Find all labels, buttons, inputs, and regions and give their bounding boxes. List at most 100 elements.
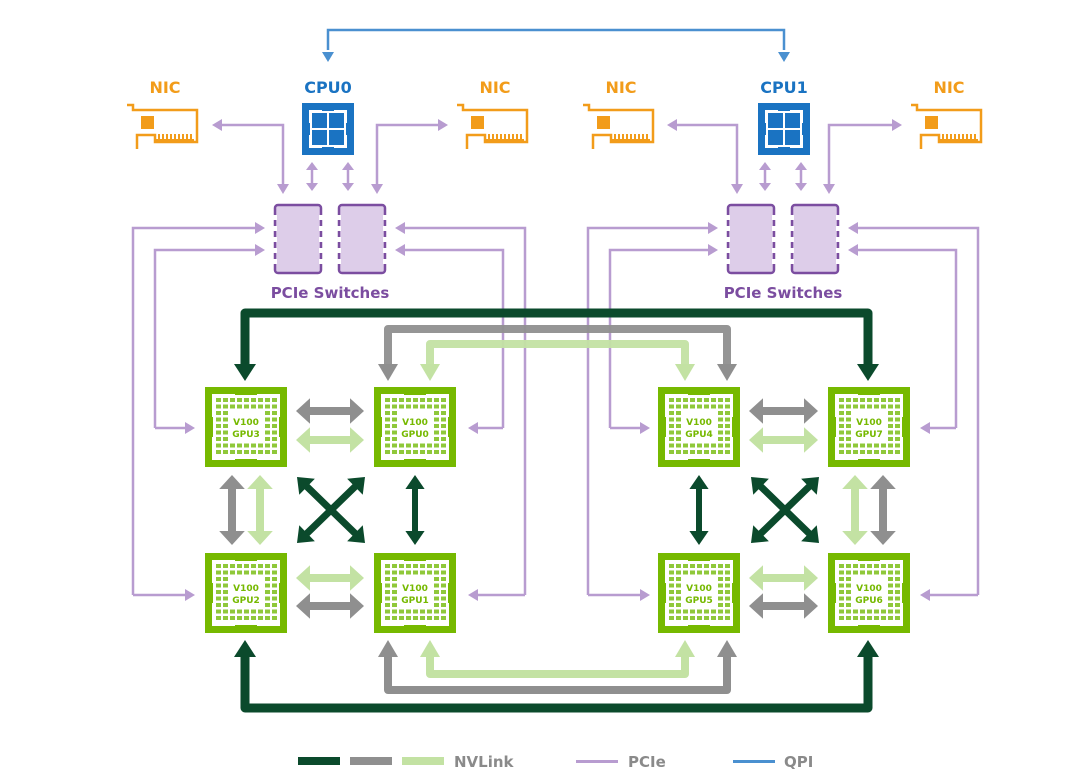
- nvlink-gpu0-gpu2: [297, 477, 365, 543]
- nvlink-gpu3-gpu2-light: [247, 475, 273, 545]
- nvlink-gpu5-gpu6-light: [749, 565, 818, 591]
- nvlink-gpu1-gpu5-light: [426, 655, 689, 678]
- cpu-1: CPU1: [758, 78, 810, 155]
- pcie-switches-label: PCIe Switches: [271, 284, 390, 302]
- nic-label: NIC: [605, 78, 636, 97]
- nic-label: NIC: [933, 78, 964, 97]
- pcie-switch-icon: [726, 203, 776, 275]
- gpu-chip-icon: [828, 387, 910, 467]
- pcie-switch-group: PCIe Switches: [271, 203, 390, 302]
- nic-label: NIC: [479, 78, 510, 97]
- pcie-arrowheads-right: [640, 119, 930, 601]
- pcie-links-left: [131, 123, 527, 597]
- qpi-link: [326, 28, 786, 50]
- gpu-chip-icon: [828, 553, 910, 633]
- gpus: V100GPU3V100GPU0V100GPU2V100GPU1V100GPU4…: [205, 387, 910, 633]
- legend-label-pcie: PCIe: [628, 753, 666, 771]
- nvlink-gpu7-gpu6-light: [842, 475, 868, 545]
- nvlink-gpu2-gpu6: [240, 655, 873, 713]
- nvlink-bottom-long: [240, 655, 873, 713]
- nvlink-gpu7-gpu5: [751, 477, 819, 543]
- gpu-chip-icon: [374, 553, 456, 633]
- nic-card: NIC: [127, 78, 199, 149]
- nics: NIC NIC NIC NIC: [127, 78, 983, 149]
- legend-swatch-pcie: [576, 760, 618, 763]
- nic-card: NIC: [911, 78, 983, 149]
- pcie-links-right: [586, 123, 980, 597]
- pcie-arrowheads-left: [185, 119, 478, 601]
- cpu-0: CPU0: [302, 78, 354, 155]
- nic-icon: [911, 103, 983, 149]
- legend-swatch-qpi: [733, 760, 775, 763]
- nvlink-gpu3-gpu7: [240, 308, 873, 366]
- gpu-model-label: V100: [856, 418, 882, 428]
- nic-icon: [583, 103, 655, 149]
- legend-swatch-nvlink-light: [402, 757, 444, 765]
- gpu-model-label: V100: [233, 418, 259, 428]
- cpu-label: CPU0: [304, 78, 352, 97]
- nic-card: NIC: [583, 78, 655, 149]
- nvlink-gpu3-gpu0-light: [296, 427, 364, 453]
- nvlink-top-long: [240, 308, 873, 366]
- pcie-switch-group: PCIe Switches: [724, 203, 843, 302]
- gpu-name-label: GPU0: [401, 430, 429, 440]
- gpu-chip-icon: [205, 553, 287, 633]
- legend-label-qpi: QPI: [784, 753, 813, 771]
- nic-icon: [457, 103, 529, 149]
- nvlink-gpu4-gpu7-light: [749, 427, 818, 453]
- pcie-switch-icon: [790, 203, 840, 275]
- gpu-name-label: GPU7: [855, 430, 883, 440]
- cpu-chip-icon: [758, 103, 810, 155]
- nvlink-gpu4-gpu5: [689, 475, 709, 545]
- nvlink-local-links: [219, 398, 896, 619]
- gpu-name-label: GPU4: [685, 430, 713, 440]
- gpu-chip-icon: [205, 387, 287, 467]
- gpu-model-label: V100: [402, 584, 428, 594]
- nvlink-gpu4-gpu7-gray: [749, 398, 818, 424]
- pcie-switch-icon: [273, 203, 323, 275]
- gpu-model-label: V100: [233, 584, 259, 594]
- cpu-chip-icon: [302, 103, 354, 155]
- nic-label: NIC: [149, 78, 180, 97]
- cpus: CPU0 CPU1: [302, 78, 810, 155]
- pcie-switches: PCIe Switches PCIe Switches: [271, 203, 843, 302]
- gpu-model-label: V100: [686, 418, 712, 428]
- gpu-model-label: V100: [402, 418, 428, 428]
- nvlink-gpu0-gpu1: [405, 475, 425, 545]
- gpu-chip-icon: [658, 553, 740, 633]
- gpu-name-label: GPU6: [855, 596, 883, 606]
- gpu-chip-icon: [374, 387, 456, 467]
- qpi-arrowheads: [322, 52, 790, 62]
- nvlink-gpu1-gpu5-gray: [384, 655, 731, 694]
- gpu-name-label: GPU2: [232, 596, 260, 606]
- cpu-label: CPU1: [760, 78, 808, 97]
- gpu-name-label: GPU1: [401, 596, 429, 606]
- nvlink-gpu7-gpu6-gray: [870, 475, 896, 545]
- nvlink-gpu3-gpu2-gray: [219, 475, 245, 545]
- nic-card: NIC: [457, 78, 529, 149]
- nvlink-gpu0-gpu4-light: [426, 340, 689, 366]
- nic-icon: [127, 103, 199, 149]
- pcie-switch-icon: [337, 203, 387, 275]
- nvlink-gpu2-gpu1-light: [296, 565, 364, 591]
- pcie-switches-label: PCIe Switches: [724, 284, 843, 302]
- legend-swatch-nvlink-dark: [298, 757, 340, 765]
- gpu-chip-icon: [658, 387, 740, 467]
- legend: NVLink PCIe QPI: [298, 753, 813, 771]
- legend-swatch-nvlink-gray: [350, 757, 392, 765]
- gpu-name-label: GPU3: [232, 430, 260, 440]
- legend-label-nvlink: NVLink: [454, 753, 515, 771]
- nvlink-gpu2-gpu1-gray: [296, 593, 364, 619]
- nvlink-gpu3-gpu0-gray: [296, 398, 364, 424]
- gpu-model-label: V100: [686, 584, 712, 594]
- gpu-model-label: V100: [856, 584, 882, 594]
